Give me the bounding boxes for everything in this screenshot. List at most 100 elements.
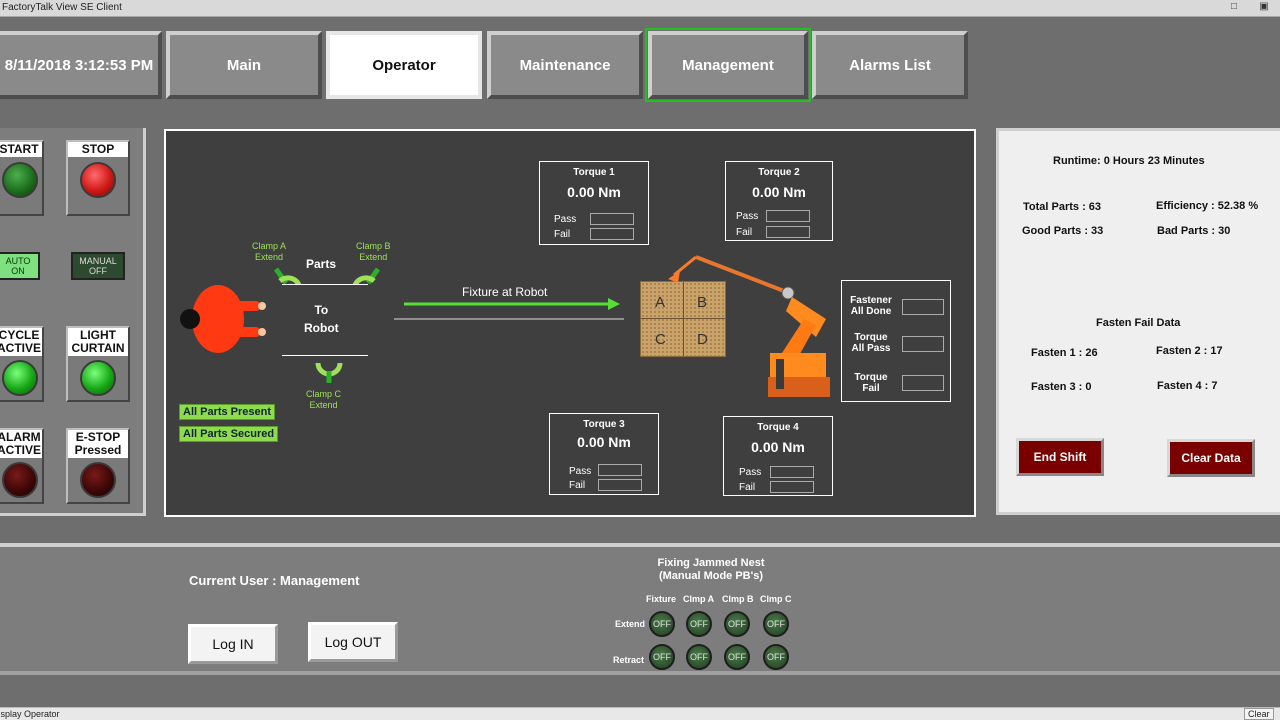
torque-4-title: Torque 4	[757, 422, 799, 433]
fasten-3-text: Fasten 3 : 0	[1031, 381, 1092, 393]
torque-2-title: Torque 2	[758, 167, 800, 178]
fixture-extend-button[interactable]: OFF	[649, 611, 675, 637]
start-button[interactable]: START	[0, 140, 44, 216]
torque-all-pass-indicator	[902, 336, 944, 352]
torque-fail-indicator	[902, 375, 944, 391]
light-curtain-lamp	[80, 360, 116, 396]
fasten-fail-title: Fasten Fail Data	[1096, 317, 1181, 329]
tab-main[interactable]: Main	[166, 31, 322, 99]
light-curtain-indicator: LIGHT CURTAIN	[66, 326, 130, 402]
alarm-active-indicator: ALARM ACTIVE	[0, 428, 44, 504]
fasten-1-text: Fasten 1 : 26	[1031, 347, 1098, 359]
torque-1-fail-indicator	[590, 228, 634, 240]
current-user-text: Current User : Management	[189, 573, 360, 588]
stop-label: STOP	[68, 142, 128, 157]
start-label: START	[0, 142, 42, 157]
auto-mode-indicator[interactable]: AUTO ON	[0, 252, 40, 280]
stop-button[interactable]: STOP	[66, 140, 130, 216]
minimize-icon[interactable]: □	[1230, 1, 1238, 12]
clamp-a-extend-button[interactable]: OFF	[686, 611, 712, 637]
bad-parts-text: Bad Parts : 30	[1157, 225, 1231, 237]
clamp-a-label: Clamp A Extend	[252, 241, 287, 262]
col-clamp-c-label: Clmp C	[760, 594, 792, 604]
clear-data-button[interactable]: Clear Data	[1167, 439, 1255, 477]
tab-maintenance[interactable]: Maintenance	[487, 31, 643, 99]
col-clamp-b-label: Clmp B	[722, 594, 754, 604]
torque-1-value: 0.00 Nm	[567, 184, 621, 200]
fixture-plate: A B C D	[640, 281, 726, 357]
torque-4-fail-indicator	[770, 481, 814, 493]
torque-4-value: 0.00 Nm	[751, 439, 805, 455]
torque-1-fail-label: Fail	[554, 229, 571, 240]
torque-2-fail-indicator	[766, 226, 810, 238]
bottom-panel: Current User : Management Log IN Log OUT…	[0, 543, 1280, 675]
fixture-retract-button[interactable]: OFF	[649, 644, 675, 670]
torque-1-box: Torque 1 0.00 Nm Pass Fail	[539, 161, 649, 245]
cycle-active-label: CYCLE ACTIVE	[0, 328, 42, 356]
total-parts-text: Total Parts : 63	[1023, 201, 1102, 213]
torque-4-pass-label: Pass	[739, 467, 762, 478]
window-title: FactoryTalk View SE Client	[2, 2, 122, 13]
clamp-b-label: Clamp B Extend	[356, 241, 391, 262]
fixture-box	[282, 284, 368, 356]
tab-operator[interactable]: Operator	[326, 31, 482, 99]
torque-1-pass-indicator	[590, 213, 634, 225]
tab-alarms-list[interactable]: Alarms List	[812, 31, 968, 99]
retract-row-label: Retract	[613, 655, 645, 665]
login-button[interactable]: Log IN	[188, 624, 278, 664]
status-clear-button[interactable]: Clear	[1244, 708, 1274, 720]
end-shift-button[interactable]: End Shift	[1016, 438, 1104, 476]
plate-divider-h	[641, 318, 725, 319]
jammed-nest-title: Fixing Jammed Nest (Manual Mode PB's)	[657, 557, 765, 582]
clamp-c-retract-button[interactable]: OFF	[763, 644, 789, 670]
torque-1-pass-label: Pass	[554, 214, 577, 225]
alarm-active-label: ALARM ACTIVE	[0, 430, 42, 458]
fastener-all-done-label: Fastener All Done	[850, 295, 892, 317]
good-parts-text: Good Parts : 33	[1022, 225, 1104, 237]
col-clamp-a-label: Clmp A	[683, 594, 715, 604]
torque-3-box: Torque 3 0.00 Nm Pass Fail	[549, 413, 659, 495]
torque-3-fail-label: Fail	[569, 480, 586, 491]
torque-3-value: 0.00 Nm	[577, 434, 631, 450]
robot-arm-icon	[668, 255, 830, 397]
torque-2-box: Torque 2 0.00 Nm Pass Fail	[725, 161, 833, 241]
clamp-c-extend-button[interactable]: OFF	[763, 611, 789, 637]
nest-d-label: D	[697, 331, 708, 348]
cycle-active-indicator: CYCLE ACTIVE	[0, 326, 44, 402]
cycle-active-lamp	[2, 360, 38, 396]
to-robot-label: To Robot	[304, 303, 339, 335]
torque-1-title: Torque 1	[573, 167, 615, 178]
efficiency-text: Efficiency : 52.38 %	[1156, 200, 1259, 212]
fixture-arrow-icon	[394, 298, 624, 320]
restore-icon[interactable]: ▣	[1259, 1, 1269, 12]
parts-label: Parts	[306, 257, 337, 271]
manual-mode-indicator[interactable]: MANUAL OFF	[71, 252, 125, 280]
nest-c-label: C	[655, 331, 666, 348]
all-parts-secured-indicator: All Parts Secured	[179, 426, 279, 442]
datetime-display: 8/11/2018 3:12:53 PM	[0, 31, 162, 99]
tab-management[interactable]: Management	[645, 28, 811, 102]
torque-3-pass-indicator	[598, 464, 642, 476]
torque-all-pass-label: Torque All Pass	[851, 332, 891, 354]
fasten-2-text: Fasten 2 : 17	[1156, 345, 1223, 357]
torque-3-pass-label: Pass	[569, 466, 592, 477]
clamp-b-retract-button[interactable]: OFF	[724, 644, 750, 670]
operator-icon	[180, 285, 266, 353]
clamp-a-retract-button[interactable]: OFF	[686, 644, 712, 670]
plate-divider-v	[683, 282, 684, 356]
torque-2-fail-label: Fail	[736, 227, 753, 238]
runtime-text: Runtime: 0 Hours 23 Minutes	[1053, 155, 1205, 167]
production-stats-panel: Runtime: 0 Hours 23 Minutes Total Parts …	[996, 128, 1280, 515]
fasten-4-text: Fasten 4 : 7	[1157, 380, 1218, 392]
clamp-b-extend-button[interactable]: OFF	[724, 611, 750, 637]
cycle-status-box: Fastener All Done Torque All Pass Torque…	[841, 280, 951, 402]
start-lamp	[2, 162, 38, 198]
stop-lamp	[80, 162, 116, 198]
logout-button[interactable]: Log OUT	[308, 622, 398, 662]
torque-2-pass-indicator	[766, 210, 810, 222]
title-bar: FactoryTalk View SE Client □ ▣	[0, 0, 1280, 17]
extend-row-label: Extend	[615, 619, 646, 629]
fixture-at-robot-label: Fixture at Robot	[462, 285, 548, 299]
nest-b-label: B	[697, 294, 708, 311]
torque-4-fail-label: Fail	[739, 482, 756, 493]
